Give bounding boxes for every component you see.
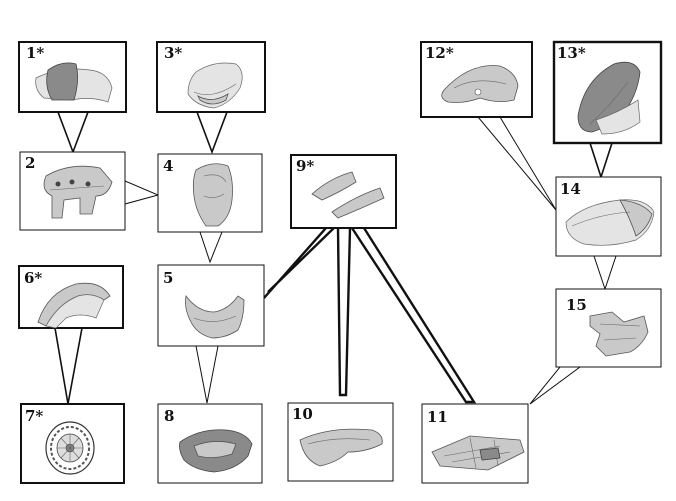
part-label-5: 5 [163,269,173,287]
under-cover-icon [299,428,383,467]
part-box-15: 15 [555,288,662,368]
side-covers-icon [311,171,385,219]
part-box-1: 1* [18,41,127,113]
part-box-7: 7* [20,403,125,484]
pointer-2-4 [124,180,160,205]
part-label-7: 7* [25,407,43,425]
part-box-6: 6* [18,265,124,329]
lower-front-cover-icon [185,295,245,339]
part-label-11: 11 [427,408,448,426]
pointer-6-to-7 [54,327,83,405]
pointer-5-to-8 [195,345,219,404]
pointer-15-to-11 [529,366,582,405]
part-box-8: 8 [157,403,263,484]
floor-frame-icon [431,435,525,471]
part-label-9: 9* [296,157,314,175]
part-box-11: 11 [421,403,529,484]
part-box-3: 3* [156,41,266,113]
part-box-10: 10 [287,402,394,482]
part-label-6: 6* [24,269,42,287]
headlight-cowl-icon [187,62,243,109]
part-box-5: 5 [157,264,265,347]
front-wheel-icon [45,421,95,475]
front-frame-bracket-icon [43,165,113,219]
part-label-12: 12* [425,44,454,62]
pointer-9-to-5 [263,224,340,299]
pointer-1-to-2 [56,111,90,155]
part-label-4: 4 [163,157,173,175]
seat-icon [577,61,641,135]
part-label-14: 14 [560,180,581,198]
front-panel-with-seat-pad-icon [35,62,113,103]
pointer-3-to-4 [195,111,229,155]
rear-body-cover-icon [565,199,655,246]
part-box-4: 4 [157,153,263,233]
part-box-13: 13* [552,40,663,145]
part-box-12: 12* [420,41,533,118]
part-box-14: 14 [555,176,662,257]
part-box-9: 9* [290,154,397,229]
part-label-10: 10 [292,405,313,423]
rear-inner-panel-icon [589,311,649,357]
inner-leg-shield-icon [192,163,233,227]
pointer-12-to-14 [476,116,557,211]
pointer-9-to-11 [350,227,477,404]
pointer-4-to-5 [199,231,223,264]
storage-compartment-icon [441,65,519,103]
part-label-3: 3* [164,44,182,62]
thin-pointers [124,116,617,405]
pointers-from-9 [263,224,477,404]
pointer-13-to-14 [588,142,614,180]
part-label-8: 8 [164,407,174,425]
part-label-1: 1* [26,44,44,62]
front-fender-icon [37,282,111,329]
part-label-13: 13* [557,44,586,62]
part-label-2: 2 [25,154,35,172]
floor-mat-icon [179,429,253,473]
pointer-14-to-15 [593,255,617,291]
part-box-2: 2 [19,151,126,231]
part-label-15: 15 [566,296,587,314]
pointer-9-to-10 [336,227,352,397]
